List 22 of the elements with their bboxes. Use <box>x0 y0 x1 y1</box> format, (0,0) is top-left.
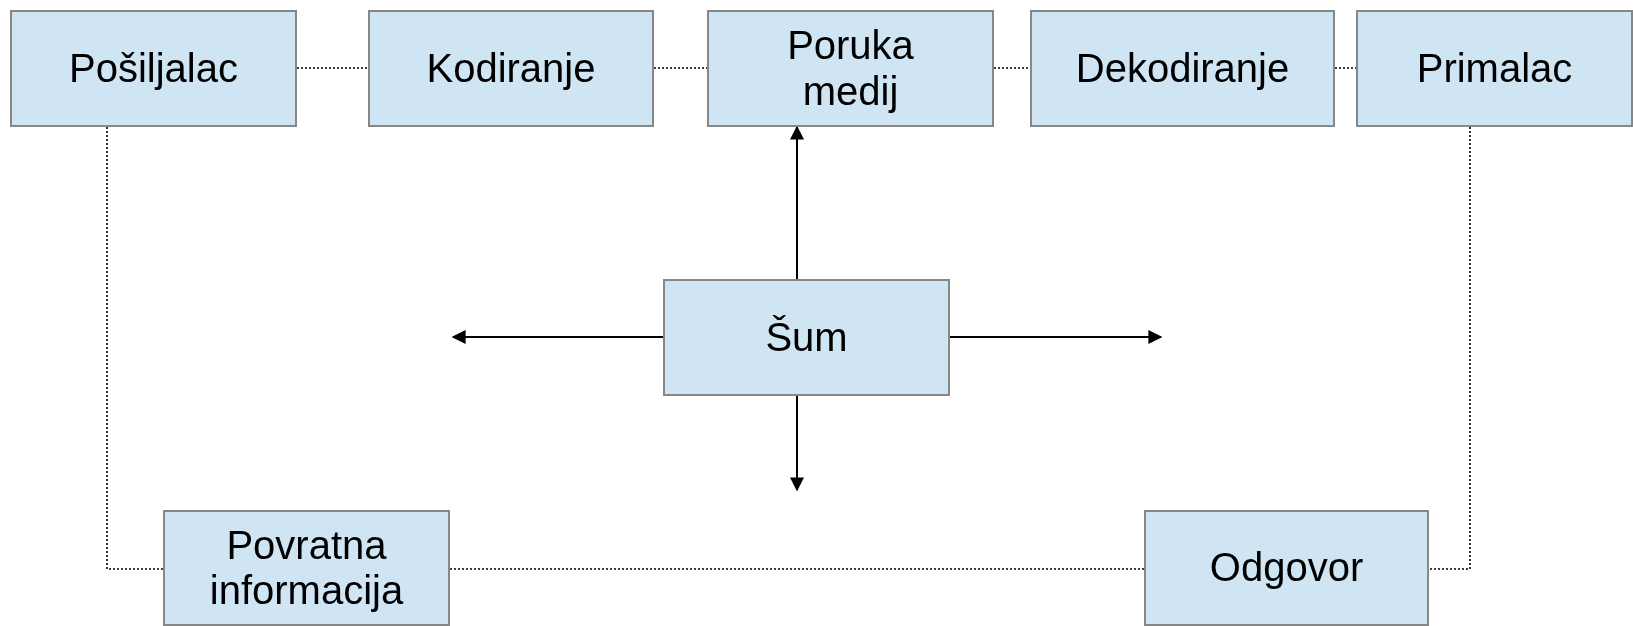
process-box <box>368 10 654 127</box>
arrow <box>790 125 804 280</box>
process-box <box>663 279 950 396</box>
box-label: Povratna informacija <box>208 522 405 614</box>
process-box <box>707 10 994 127</box>
process-box <box>1356 10 1633 127</box>
process-box <box>1144 510 1429 626</box>
process-box <box>163 510 450 626</box>
process-box <box>10 10 297 127</box>
box-label: Dekodiranje <box>1075 45 1290 92</box>
connector-line <box>1428 126 1471 570</box>
arrow <box>451 330 664 344</box>
arrow <box>949 330 1163 344</box>
process-box <box>1030 10 1335 127</box>
connector-line <box>106 126 164 570</box>
arrow <box>790 395 804 492</box>
box-label: Šum <box>765 314 848 361</box>
box-label: Odgovor <box>1209 545 1364 591</box>
box-label: Poruka medij <box>786 23 915 114</box>
box-label: Primalac <box>1416 45 1573 92</box>
box-label: Pošiljalac <box>69 45 238 92</box>
box-label: Kodiranje <box>426 45 596 92</box>
